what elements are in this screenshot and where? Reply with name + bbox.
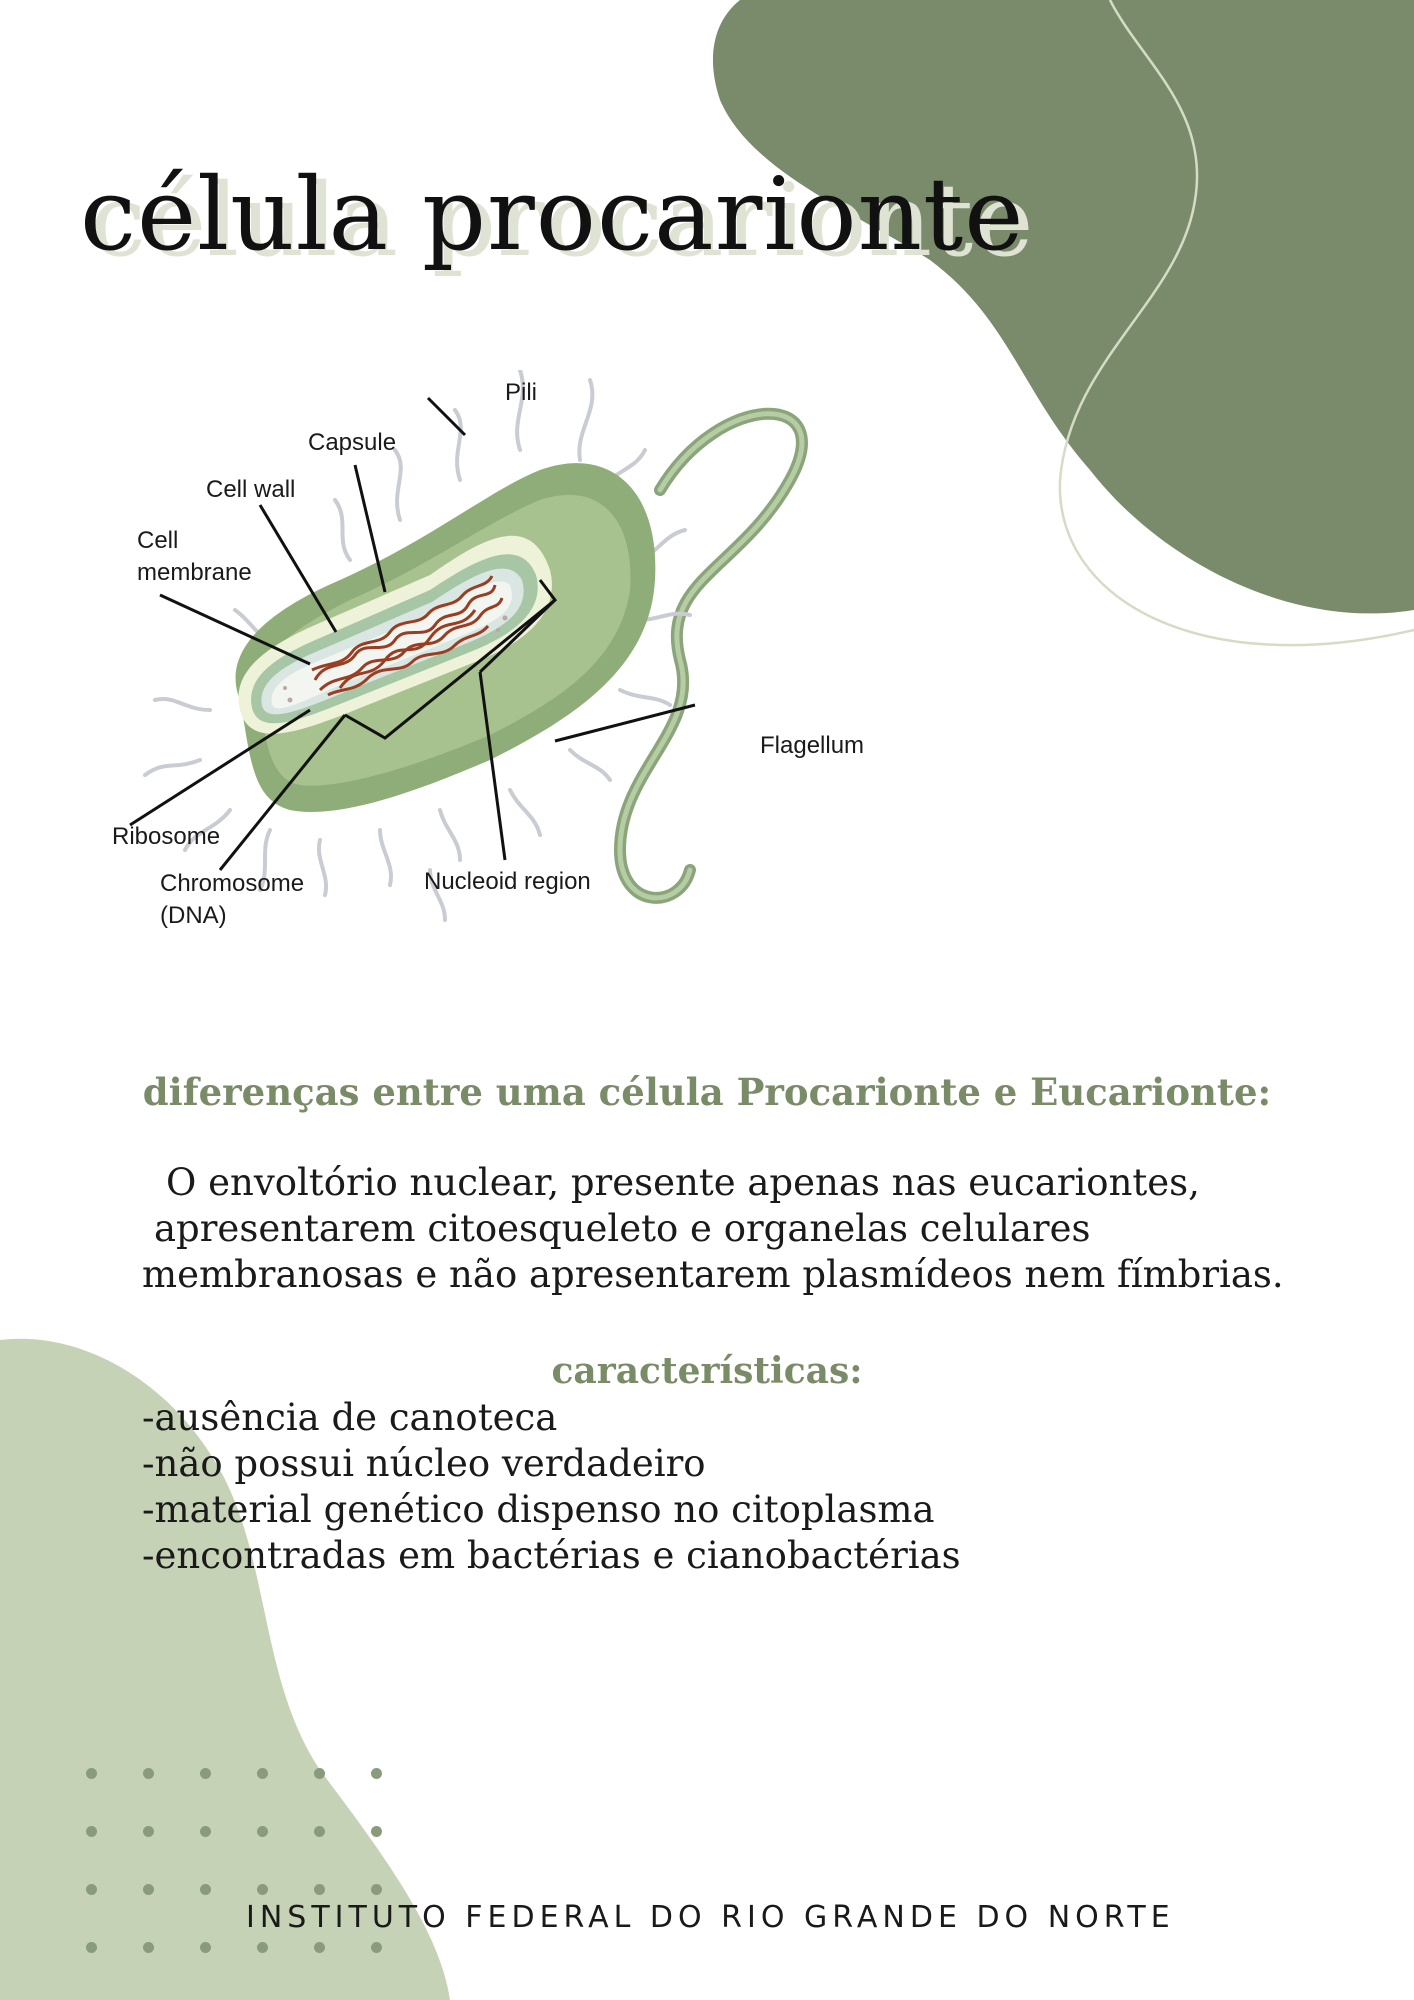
decorative-dot	[314, 1942, 325, 1953]
flagellum-shape	[613, 407, 808, 904]
decorative-dot	[257, 1826, 268, 1837]
decorative-dot	[200, 1884, 211, 1895]
characteristics-heading: características:	[551, 1350, 863, 1392]
decorative-dot	[257, 1768, 268, 1779]
decorative-dot	[314, 1826, 325, 1837]
differences-paragraph: O envoltório nuclear, presente apenas na…	[142, 1160, 1342, 1298]
decorative-dot	[86, 1942, 97, 1953]
differences-line: membranosas e não apresentarem plasmídeo…	[142, 1253, 1284, 1296]
page-title: célula procarionte	[80, 156, 1025, 273]
label-chromosome-line1: Chromosome	[160, 870, 304, 897]
characteristics-list: -ausência de canoteca -não possui núcleo…	[142, 1395, 1242, 1579]
decorative-dot	[200, 1942, 211, 1953]
list-item: -ausência de canoteca	[142, 1396, 558, 1439]
dot-grid	[86, 1768, 396, 1968]
label-ribosome: Ribosome	[112, 823, 220, 850]
decorative-dot	[143, 1942, 154, 1953]
label-cell-membrane-line1: Cell	[137, 527, 178, 554]
label-cell-membrane-line2: membrane	[137, 559, 252, 586]
decorative-dot	[143, 1768, 154, 1779]
decorative-dot	[371, 1942, 382, 1953]
decorative-dot	[143, 1884, 154, 1895]
label-cell-wall: Cell wall	[206, 476, 295, 503]
chromosome-dna	[311, 575, 504, 697]
decorative-dot	[314, 1884, 325, 1895]
list-item: -não possui núcleo verdadeiro	[142, 1442, 706, 1485]
institution-footer: INSTITUTO FEDERAL DO RIO GRANDE DO NORTE	[246, 1900, 1175, 1935]
decorative-dot	[371, 1768, 382, 1779]
decorative-dot	[86, 1768, 97, 1779]
decorative-curve-line	[1058, 0, 1414, 647]
decorative-dot	[314, 1768, 325, 1779]
decorative-dot	[143, 1826, 154, 1837]
decorative-dot	[86, 1884, 97, 1895]
differences-heading: diferenças entre uma célula Procarionte …	[142, 1070, 1272, 1114]
label-pili: Pili	[505, 379, 537, 406]
bottom-left-blob	[0, 1338, 450, 2000]
decorative-dot	[257, 1884, 268, 1895]
decorative-dot	[86, 1826, 97, 1837]
label-nucleoid-region: Nucleoid region	[424, 868, 591, 895]
list-item: -material genético dispenso no citoplasm…	[142, 1488, 935, 1531]
differences-line: O envoltório nuclear, presente apenas na…	[166, 1161, 1200, 1204]
decorative-dot	[200, 1768, 211, 1779]
differences-line: apresentarem citoesqueleto e organelas c…	[154, 1207, 1091, 1250]
top-right-blob	[712, 0, 1414, 614]
label-chromosome-line2: (DNA)	[160, 902, 227, 929]
page-title-wrap: célula procarionte célula procarionte	[80, 155, 1080, 295]
list-item: -encontradas em bactérias e cianobactéri…	[142, 1534, 961, 1577]
decorative-dot	[371, 1884, 382, 1895]
decorative-dot	[200, 1826, 211, 1837]
decorative-dot	[257, 1942, 268, 1953]
decorative-dot	[371, 1826, 382, 1837]
page-title-shadow: célula procarionte	[90, 162, 1035, 279]
prokaryote-diagram: Pili Capsule Cell wall Cell membrane Fla…	[112, 370, 864, 929]
label-capsule: Capsule	[308, 429, 396, 456]
label-flagellum: Flagellum	[760, 732, 864, 759]
